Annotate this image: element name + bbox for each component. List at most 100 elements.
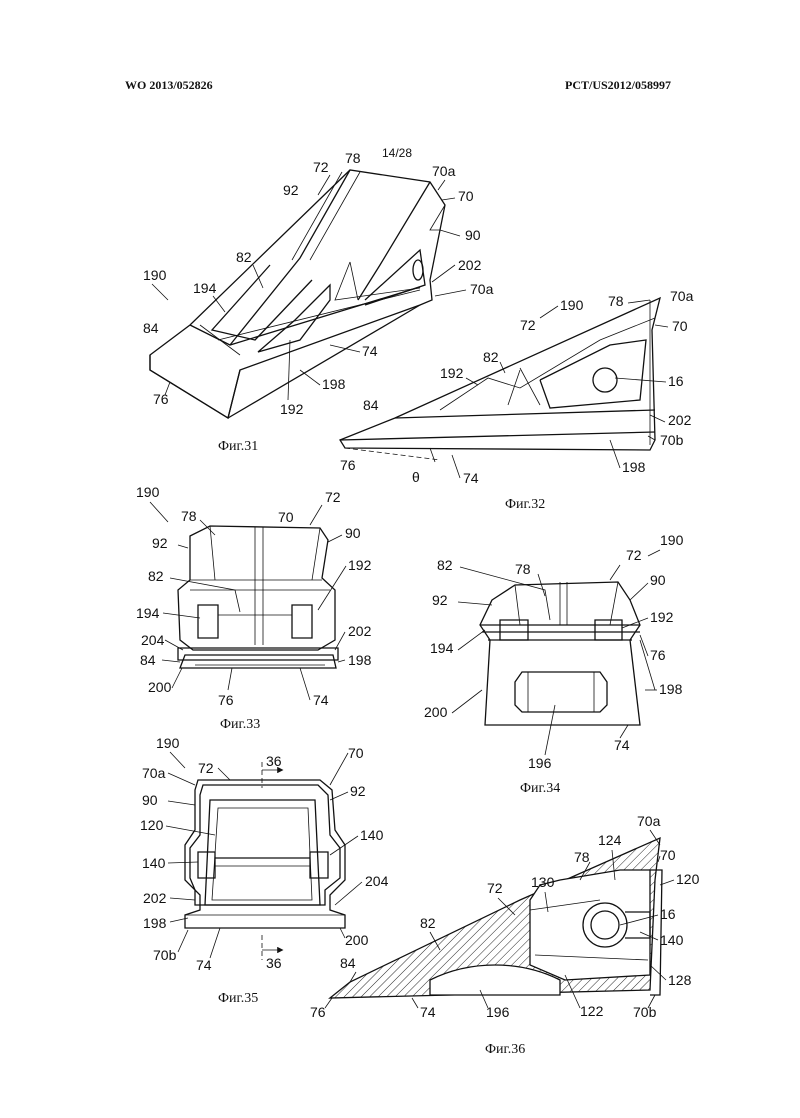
label: 90 <box>142 792 158 808</box>
label: 72 <box>313 159 329 175</box>
label: 90 <box>345 525 361 541</box>
label: 202 <box>143 890 167 906</box>
label: 70a <box>142 765 166 781</box>
label: 92 <box>432 592 448 608</box>
label: 202 <box>348 623 372 639</box>
figure-31-caption: Фиг.31 <box>218 439 258 454</box>
label: 76 <box>310 1004 326 1020</box>
label: 76 <box>650 647 666 663</box>
label: 194 <box>430 640 454 656</box>
label: 76 <box>153 391 169 407</box>
label: 198 <box>622 459 646 475</box>
label: 194 <box>193 280 217 296</box>
label: 192 <box>440 365 464 381</box>
figure-33-caption: Фиг.33 <box>220 717 260 732</box>
label: 70b <box>633 1004 657 1020</box>
label: 84 <box>340 955 356 971</box>
label: 200 <box>345 932 369 948</box>
label: 82 <box>420 915 436 931</box>
label: 82 <box>483 349 499 365</box>
application-number: PCT/US2012/058997 <box>565 78 672 92</box>
label: 92 <box>152 535 168 551</box>
label: 140 <box>660 932 684 948</box>
label: 124 <box>598 832 622 848</box>
figure-36-drawing <box>328 836 663 999</box>
label: 128 <box>668 972 692 988</box>
label: 140 <box>142 855 166 871</box>
label: 190 <box>156 735 180 751</box>
label: 92 <box>283 182 299 198</box>
label: 78 <box>345 150 361 166</box>
label: 190 <box>143 267 167 283</box>
label: 192 <box>280 401 304 417</box>
label: 90 <box>465 227 481 243</box>
label: 202 <box>458 257 482 273</box>
label: θ <box>412 469 420 485</box>
figure-32-labels: 190 78 70a 72 70 82 192 16 84 202 70b 76… <box>340 288 694 486</box>
label: 72 <box>487 880 503 896</box>
label: 72 <box>325 489 341 505</box>
figure-31-labels: 190 72 78 70a 70 92 90 82 202 70a 194 84… <box>143 150 494 417</box>
label: 198 <box>322 376 346 392</box>
figure-32-drawing <box>339 296 661 463</box>
figure-35-drawing <box>184 762 346 960</box>
label: 204 <box>141 632 165 648</box>
label: 78 <box>181 508 197 524</box>
label: 70 <box>278 509 294 525</box>
label: 70 <box>660 847 676 863</box>
label: 74 <box>463 470 479 486</box>
label: 78 <box>515 561 531 577</box>
label: 70a <box>432 163 456 179</box>
label: 92 <box>350 783 366 799</box>
label: 16 <box>660 906 676 922</box>
label: 84 <box>140 652 156 668</box>
label: 130 <box>531 874 555 890</box>
figure-33-drawing <box>177 525 339 669</box>
label: 70a <box>470 281 494 297</box>
label: 196 <box>486 1004 510 1020</box>
label: 70b <box>660 432 684 448</box>
label: 82 <box>236 249 252 265</box>
figure-35-caption: Фиг.35 <box>218 991 258 1006</box>
label: 190 <box>560 297 584 313</box>
figure-34-drawing <box>479 581 656 726</box>
label: 120 <box>676 871 700 887</box>
label: 192 <box>650 609 674 625</box>
figure-36-labels: 70a 124 78 70 72 130 120 16 82 140 84 12… <box>310 813 700 1020</box>
label: 78 <box>608 293 624 309</box>
label: 200 <box>148 679 172 695</box>
label: 82 <box>437 557 453 573</box>
label: 74 <box>196 957 212 973</box>
label: 70a <box>637 813 661 829</box>
label: 84 <box>363 397 379 413</box>
label: 70 <box>458 188 474 204</box>
label: 204 <box>365 873 389 889</box>
label: 198 <box>348 652 372 668</box>
publication-number: WO 2013/052826 <box>125 78 213 92</box>
label: 70b <box>153 947 177 963</box>
label: 84 <box>143 320 159 336</box>
label: 70 <box>348 745 364 761</box>
label: 194 <box>136 605 160 621</box>
label: 16 <box>668 373 684 389</box>
label: 74 <box>614 737 630 753</box>
label: 78 <box>574 849 590 865</box>
label: 76 <box>340 457 356 473</box>
figure-31-drawing <box>149 169 446 420</box>
figure-32-caption: Фиг.32 <box>505 497 545 512</box>
label: 122 <box>580 1003 604 1019</box>
label: 120 <box>140 817 164 833</box>
figure-34-labels: 190 72 82 78 90 92 192 194 76 200 198 19… <box>424 532 684 771</box>
label: 82 <box>148 568 164 584</box>
label: 198 <box>143 915 167 931</box>
figure-34-caption: Фиг.34 <box>520 781 560 796</box>
label: 202 <box>668 412 692 428</box>
label: 72 <box>520 317 536 333</box>
label: 72 <box>626 547 642 563</box>
figure-35-labels: 190 36 70 70a 72 92 90 120 140 140 202 2… <box>140 735 389 973</box>
label: 74 <box>313 692 329 708</box>
label: 36 <box>266 955 282 971</box>
label: 36 <box>266 753 282 769</box>
